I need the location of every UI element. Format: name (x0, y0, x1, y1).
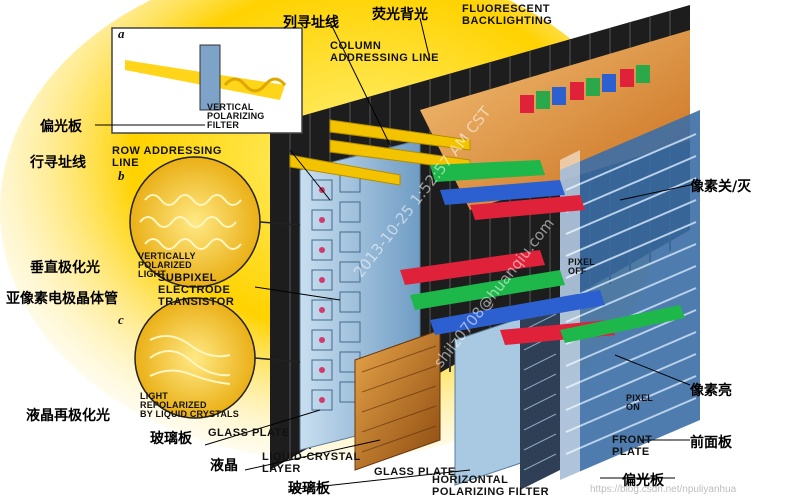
cn-vertical-polarized: 垂直极化光 (30, 260, 100, 276)
label-fluorescent-backlighting: FLUORESCENT BACKLIGHTING (462, 3, 553, 27)
label-vertically-polarized-light: Vertically Polarized Light (138, 251, 196, 279)
cn-subpixel-transistor: 亚像素电极晶体管 (6, 291, 118, 307)
label-glass-plate-bottom: GLASS PLATE (374, 466, 456, 478)
cn-lc-repolarized: 液晶再极化光 (26, 408, 110, 424)
inset-tag-b: b (118, 168, 125, 183)
cn-column-addressing: 列寻址线 (283, 15, 339, 31)
label-light-repolarized: Light Repolarized by Liquid Crystals (140, 391, 239, 419)
source-credit: https://blog.csdn.net/npuliyanhua (590, 484, 737, 495)
inset-tag-a: a (118, 26, 125, 41)
label-horizontal-polarizing-filter: HORIZONTAL POLARIZING FILTER (432, 474, 550, 498)
label-glass-plate-left: GLASS PLATE (208, 427, 290, 439)
cn-liquid-crystal: 液晶 (210, 458, 238, 474)
cn-pixel-bright: 像素亮 (690, 383, 732, 399)
color-filter (520, 65, 650, 113)
label-front-plate: FRONT PLATE (612, 434, 653, 458)
glass-grid (311, 171, 361, 411)
label-row-addressing-line: ROW ADDRESSING LINE (112, 145, 222, 169)
cn-pixel-on-off: 像素关/灭 (690, 179, 752, 195)
column-addressing-bars (289, 119, 471, 186)
front-glass-sheet (560, 150, 580, 490)
label-pixel-off: PIXEL OFF (568, 257, 596, 276)
label-subpixel-electrode: SUBPIXEL ELECTRODE TRANSISTOR (158, 272, 235, 308)
cn-fluorescent-backlight: 荧光背光 (372, 7, 428, 23)
electrode-dots (319, 187, 325, 403)
label-pixel-on: PIXEL ON (626, 393, 654, 412)
cn-polarizer-bottom: 偏光板 (622, 473, 664, 489)
label-column-addressing-line: COLUMN ADDRESSING LINE (330, 40, 439, 64)
cn-row-addressing: 行寻址线 (30, 155, 86, 171)
light-rays (400, 160, 685, 345)
cn-glass-plate-left: 玻璃板 (150, 431, 192, 447)
cn-polarizer-top: 偏光板 (40, 119, 82, 135)
cn-glass-plate-bottom: 玻璃板 (288, 481, 330, 497)
cn-front-panel: 前面板 (690, 435, 732, 451)
label-liquid-crystal-layer: LIQUID-CRYSTAL LAYER (262, 451, 361, 475)
leader-lines (95, 17, 691, 491)
label-vertical-polarizing-filter: Vertical Polarizing Filter (207, 102, 265, 130)
inset-tag-c: c (118, 312, 124, 327)
